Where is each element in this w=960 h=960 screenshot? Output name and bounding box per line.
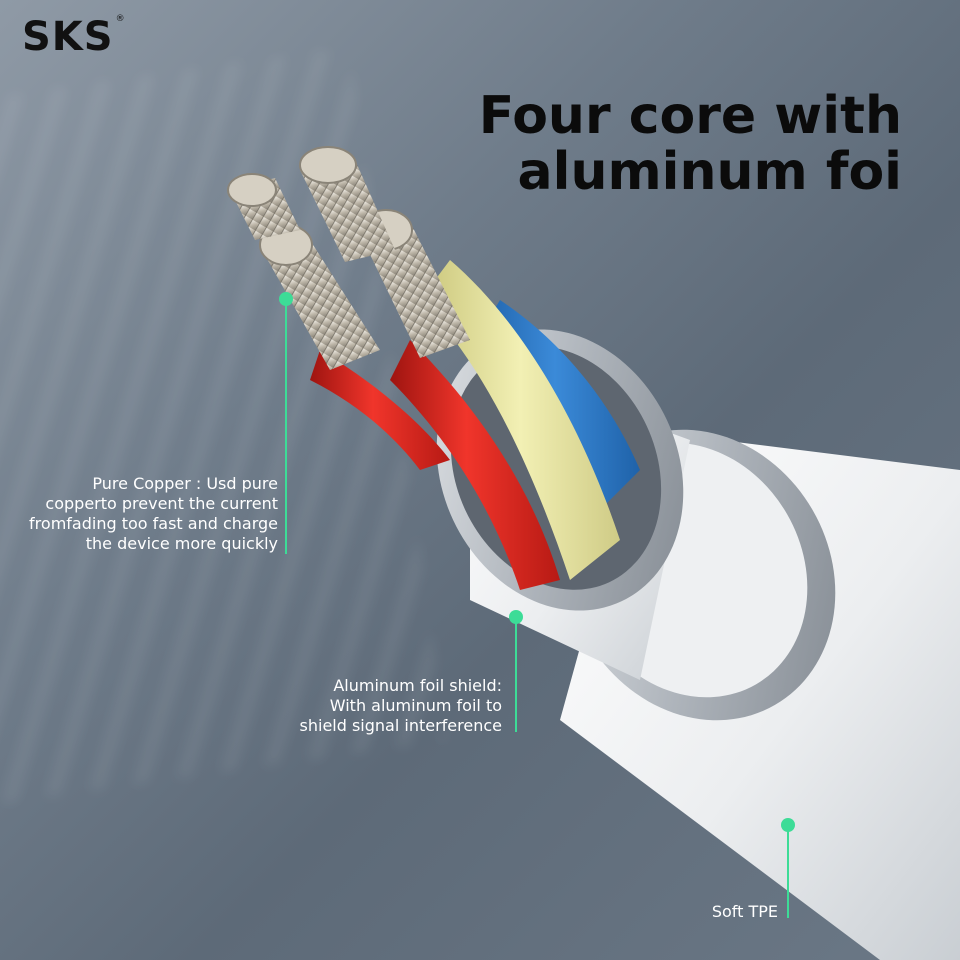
- tpe-callout-line: Soft TPE: [711, 902, 778, 921]
- foil-callout-line: With aluminum foil to: [329, 696, 502, 715]
- foil-callout-leader: [515, 618, 517, 732]
- copper-strands: [227, 146, 470, 370]
- tpe-callout-dot: [781, 818, 795, 832]
- tpe-callout: Soft TPE: [658, 902, 778, 922]
- copper-callout-line: copperto prevent the current: [45, 494, 278, 513]
- copper-callout-leader: [285, 300, 287, 554]
- copper-callout-dot: [279, 292, 293, 306]
- foil-callout-line: Aluminum foil shield:: [333, 676, 502, 695]
- foil-callout: Aluminum foil shield: With aluminum foil…: [242, 676, 502, 736]
- copper-callout-line: Pure Copper : Usd pure: [92, 474, 278, 493]
- wire-red-back: [310, 350, 450, 470]
- page-title: Four core with aluminum foi: [479, 88, 902, 200]
- copper-callout-line: the device more quickly: [85, 534, 278, 553]
- foil-callout-line: shield signal interference: [299, 716, 502, 735]
- brand-logo: SKS®: [22, 14, 126, 60]
- copper-callout-line: fromfading too fast and charge: [29, 514, 278, 533]
- brand-name: SKS: [22, 14, 114, 60]
- title-line-2: aluminum foi: [517, 142, 902, 202]
- tpe-callout-leader: [787, 826, 789, 918]
- title-line-1: Four core with: [478, 86, 902, 146]
- foil-callout-dot: [509, 610, 523, 624]
- wire-red-front: [390, 340, 560, 590]
- copper-callout: Pure Copper : Usd pure copperto prevent …: [0, 474, 278, 554]
- registered-mark: ®: [115, 14, 126, 24]
